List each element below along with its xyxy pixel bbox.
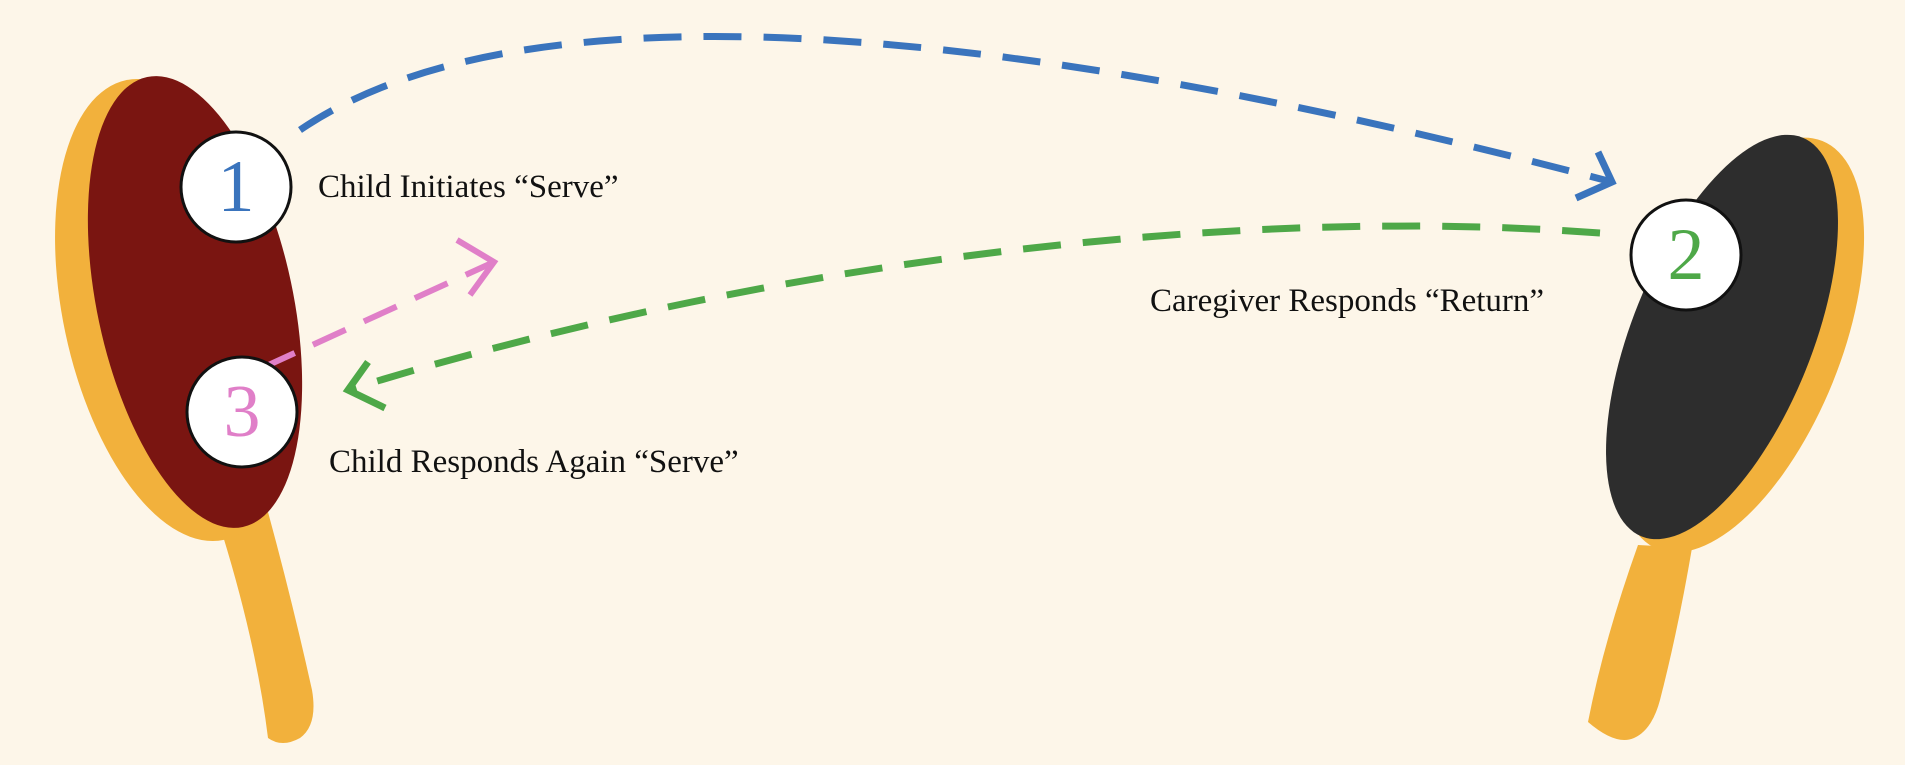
serve-arrow: [298, 33, 1617, 202]
step-2-badge: [1629, 198, 1743, 312]
step-1-number: 1: [218, 146, 255, 228]
right-paddle-face: [1606, 134, 1838, 540]
step-3-number: 3: [224, 371, 261, 453]
return-arrow-head: [342, 359, 387, 412]
return-arrow: [342, 222, 1601, 412]
again-arrow: [260, 237, 499, 371]
left-paddle-handle: [218, 512, 314, 743]
step-2-label: Caregiver Responds “Return”: [1150, 283, 1544, 319]
step-2-number: 2: [1668, 214, 1705, 296]
step-3: 3 Child Responds Again “Serve”: [185, 355, 739, 480]
serve-arrow-head: [1574, 150, 1617, 202]
right-paddle-icon: [1588, 134, 1865, 740]
return-arrow-line: [346, 222, 1601, 394]
step-1: 1 Child Initiates “Serve”: [179, 130, 619, 244]
again-arrow-line: [260, 259, 496, 371]
step-3-label: Child Responds Again “Serve”: [329, 444, 739, 480]
right-paddle-handle: [1588, 545, 1692, 740]
again-arrow-head: [455, 237, 499, 297]
step-1-label: Child Initiates “Serve”: [318, 169, 619, 205]
step-3-badge: [185, 355, 299, 469]
step-1-badge: [179, 130, 293, 244]
serve-arrow-line: [298, 33, 1613, 186]
step-2: 2 Caregiver Responds “Return”: [1150, 198, 1743, 319]
